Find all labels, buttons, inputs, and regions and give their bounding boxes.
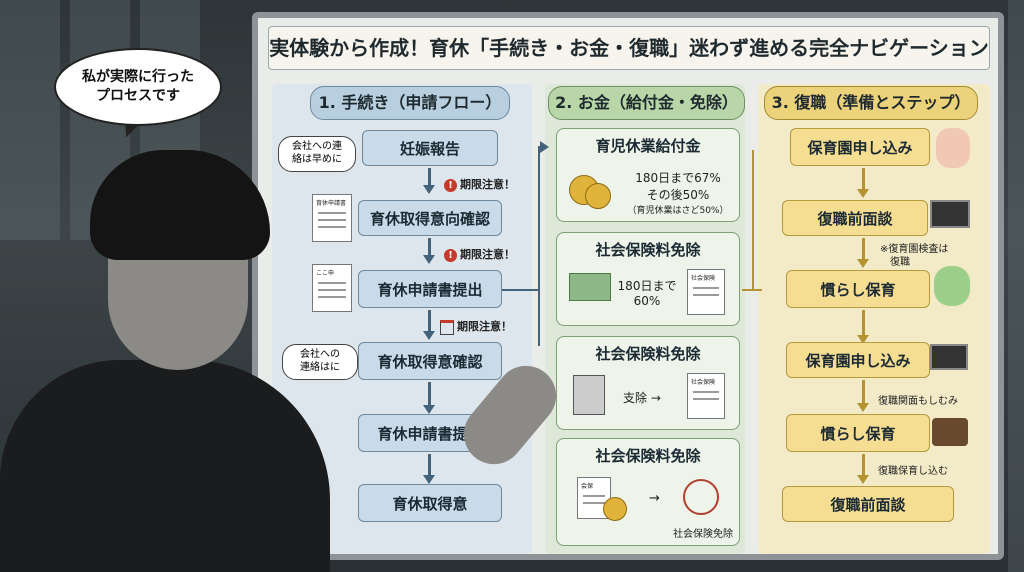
calculator-icon	[573, 375, 605, 415]
card-title: 社会保険料免除	[595, 241, 701, 259]
deadline-warning: !期限注意！	[444, 176, 515, 192]
flow-arrow	[423, 310, 435, 340]
speech-bubble: 私が実際に行った プロセスです	[54, 48, 222, 126]
note-contact-early: 会社への連絡は早めに	[278, 136, 356, 172]
connector-line	[538, 146, 540, 346]
window-pane	[1008, 0, 1024, 572]
laptop-icon	[930, 344, 968, 370]
connector-line	[742, 289, 762, 291]
step-daycare-application: 保育園申し込み	[790, 128, 930, 166]
note-contact: 会社への連絡はに	[282, 344, 358, 380]
warning-icon: !	[444, 249, 457, 262]
laptop-icon	[930, 200, 970, 228]
flow-arrow	[857, 310, 869, 344]
procedures-header: 1. 手続き（申請フロー）	[310, 86, 510, 120]
step-daycare-application-2: 保育園申し込み	[786, 342, 930, 378]
flow-arrow	[423, 454, 435, 484]
flow-arrow	[857, 380, 869, 412]
money-header: 2. お金（給付金・免除）	[548, 86, 745, 120]
flow-arrow	[423, 168, 435, 194]
connector-line	[502, 289, 540, 291]
flow-arrow	[857, 238, 869, 268]
person-hair	[90, 150, 270, 260]
window-pane	[0, 0, 60, 240]
connector-line	[752, 150, 754, 290]
document-icon: 社会保険	[687, 269, 725, 315]
person-body	[0, 360, 330, 572]
card-insurance-exemption-3: 社会保険料免除 会保 → 社会保険免除	[556, 438, 740, 546]
connector-arrowhead	[540, 141, 549, 153]
calendar-icon	[440, 319, 454, 335]
card-insurance-exemption-2: 社会保険料免除 支除 → 社会保険	[556, 336, 740, 430]
document-icon: 社会保険	[687, 373, 725, 419]
document-icon: 育休申請書	[312, 194, 352, 242]
card-title: 育児休業給付金	[595, 137, 701, 155]
step-application-submit: 育休申請書提出	[358, 270, 502, 308]
coins-icon	[603, 497, 627, 521]
mother-baby-icon	[936, 128, 970, 168]
flow-arrow	[423, 238, 435, 264]
step-trial-childcare-2: 慣らし保育	[786, 414, 930, 452]
deadline-warning: 期限注意！	[440, 318, 512, 335]
card-title: 社会保険料免除	[595, 447, 701, 465]
step-trial-childcare: 慣らし保育	[786, 270, 930, 308]
deadline-warning: !期限注意！	[444, 246, 515, 262]
step-acquisition: 育休取得意	[358, 484, 502, 522]
step-pre-return-interview: 復職前面談	[782, 200, 928, 236]
step-pregnancy-report: 妊娠報告	[362, 130, 498, 166]
flow-arrow	[857, 168, 869, 198]
banknote-icon	[569, 273, 611, 301]
return-header: 3. 復職（準備とステップ）	[764, 86, 978, 120]
seal-icon	[683, 479, 719, 515]
warning-icon: !	[444, 179, 457, 192]
flow-arrow	[423, 382, 435, 414]
card-title: 社会保険料免除	[595, 345, 701, 363]
card-childcare-benefit: 育児休業給付金 180日まで67% その後50% （育児休業はさど50%）	[556, 128, 740, 222]
person-illustration	[0, 150, 569, 572]
document-icon: ここ申	[312, 264, 352, 312]
board-title: 実体験から作成！育休「手続き・お金・復職」迷わず進める完全ナビゲーション	[268, 26, 990, 70]
step-confirmation: 育休取得意確認	[358, 342, 502, 380]
briefcase-icon	[932, 418, 968, 446]
coins-icon	[585, 183, 611, 209]
step-intent-confirmation: 育休取得意向確認	[358, 200, 502, 236]
flow-arrow	[857, 454, 869, 484]
step-pre-return-interview-2: 復職前面談	[782, 486, 954, 522]
baby-icon	[934, 266, 970, 306]
